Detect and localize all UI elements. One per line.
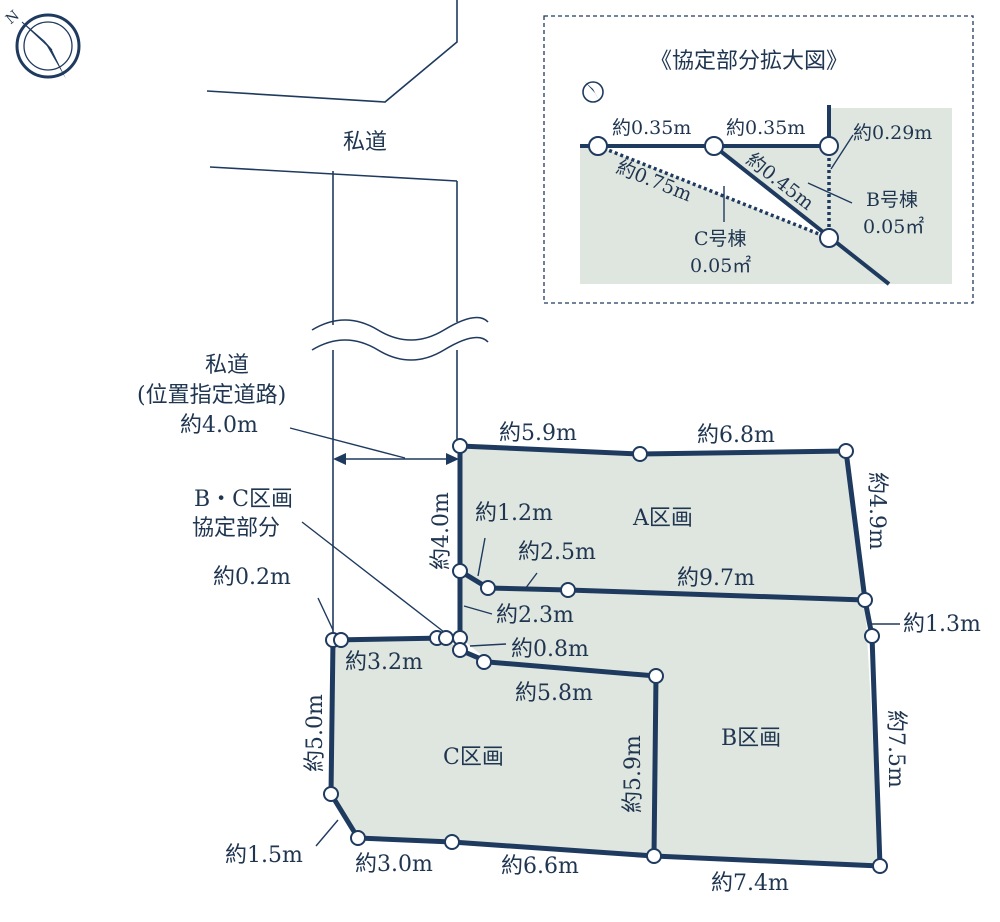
inset-seg-b: 約0.29m xyxy=(853,122,932,144)
dim-a-inner-short: 約1.2m xyxy=(475,501,553,526)
dim-b-right: 約7.5m xyxy=(883,710,908,788)
dim-a-top-left: 約5.9m xyxy=(499,421,577,446)
dim-b-bottom: 約7.4m xyxy=(711,871,789,896)
dim-c-corner-top: 約0.2m xyxy=(213,565,291,590)
dim-c-top: 約3.2m xyxy=(345,650,423,675)
dim-a-right: 約4.9m xyxy=(864,472,889,550)
dim-c-bottom-left: 約3.0m xyxy=(355,852,433,877)
dim-a-inner-mid: 約2.5m xyxy=(518,540,596,565)
compass-north-icon: N xyxy=(3,8,81,79)
dim-c-bottom-right: 約6.6m xyxy=(501,854,579,879)
lot-b-region xyxy=(460,571,880,866)
road-outline xyxy=(206,0,489,634)
road-width-arrow xyxy=(289,427,459,465)
road-callout-width: 約4.0m xyxy=(180,413,258,438)
road-callout-type: (位置指定道路) xyxy=(137,383,286,408)
dim-b-top: 約5.8m xyxy=(515,681,593,706)
inset-seg-left: 約0.35m xyxy=(612,117,691,139)
road-name: 私道 xyxy=(343,130,387,155)
lot-c-label: C区画 xyxy=(443,745,504,770)
dim-a-bottom: 約9.7m xyxy=(677,566,755,591)
lot-a-region xyxy=(460,446,865,600)
inset-c-lot: C号棟 xyxy=(694,228,747,250)
dim-a-left: 約4.0m xyxy=(429,492,454,570)
dim-c-left: 約5.0m xyxy=(303,694,328,772)
dim-bc-divider: 約5.9m xyxy=(621,735,646,813)
dim-b-right-upper: 約1.3m xyxy=(903,612,981,637)
inset-panel: 《協定部分拡大図》 約0.35m 約0.35m 約0.29m 約0.75m 約0… xyxy=(543,15,974,304)
dim-bc-step-left: 約2.3m xyxy=(496,603,574,628)
inset-compass-icon xyxy=(582,81,604,104)
inset-title: 《協定部分拡大図》 xyxy=(650,49,848,74)
dim-c-corner-bottom: 約1.5m xyxy=(225,843,303,868)
lot-c-region xyxy=(331,638,656,856)
vertex-points xyxy=(323,438,888,874)
lot-a-label: A区画 xyxy=(632,506,693,531)
road-callout-name: 私道 xyxy=(205,353,249,378)
inset-b-lot: B号棟 xyxy=(866,189,918,211)
agreement-note-line2: 協定部分 xyxy=(192,516,280,541)
agreement-note-line1: B・C区画 xyxy=(194,487,293,512)
north-label: N xyxy=(3,8,23,28)
leader-lines xyxy=(301,521,900,847)
inset-b-area: 0.05㎡ xyxy=(863,215,924,238)
dim-bc-step-short: 約0.8m xyxy=(511,637,589,662)
dim-a-top-right: 約6.8m xyxy=(697,423,775,448)
inset-seg-right: 約0.35m xyxy=(726,117,805,139)
lot-b-label: B区画 xyxy=(721,726,781,751)
inset-c-area: 0.05㎡ xyxy=(690,254,751,277)
